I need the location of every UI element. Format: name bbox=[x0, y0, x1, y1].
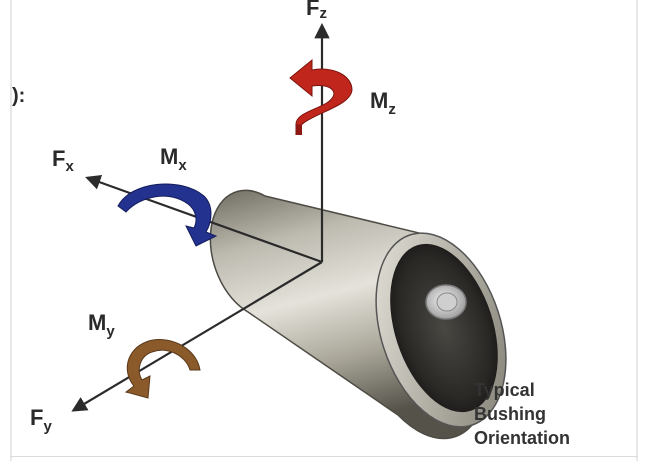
mx-label: Mx bbox=[160, 144, 187, 174]
fx-label: Fx bbox=[52, 146, 74, 175]
bushing-core-hole bbox=[436, 292, 458, 312]
y-axis bbox=[71, 261, 323, 412]
frame-left-edge bbox=[10, 0, 12, 461]
my-moment-arrow-icon bbox=[124, 339, 201, 399]
caption-line-2: Bushing bbox=[474, 404, 546, 424]
mz-label: Mz bbox=[370, 88, 396, 118]
fy-label: Fy bbox=[30, 405, 52, 435]
mz-moment-arrow-icon bbox=[289, 58, 353, 136]
my-label: My bbox=[88, 310, 115, 340]
fz-label: Fz bbox=[306, 0, 327, 22]
bushing-face bbox=[390, 243, 498, 413]
bushing-cylinder-icon bbox=[209, 189, 507, 440]
frame-right-edge bbox=[636, 0, 638, 461]
cropped-text-fragment: ): bbox=[12, 85, 25, 107]
frame-bottom-edge bbox=[10, 456, 638, 457]
mx-moment-arrow-icon bbox=[117, 183, 218, 247]
caption-line-3: Orientation bbox=[474, 428, 570, 448]
caption-line-1: Typical bbox=[474, 380, 535, 400]
